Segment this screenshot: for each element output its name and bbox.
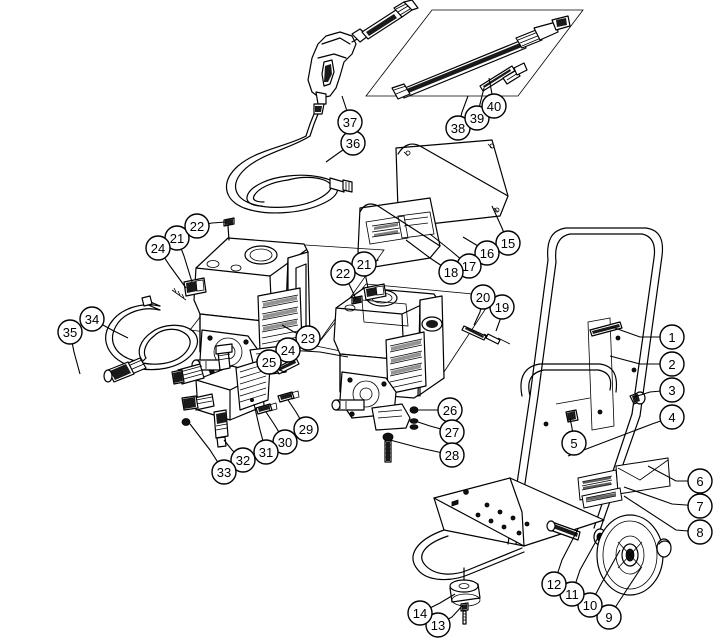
callout-circle-5 <box>561 430 587 456</box>
callout-2[interactable]: 2 <box>659 351 685 377</box>
callout-circle-7 <box>687 493 713 519</box>
part-foot-pad <box>449 567 481 625</box>
callout-circle-6 <box>687 468 713 494</box>
callout-25[interactable]: 25 <box>256 349 282 375</box>
callout-circle-20 <box>470 284 496 310</box>
callout-22b[interactable]: 22 <box>330 260 356 286</box>
callout-circle-4 <box>659 404 685 430</box>
callout-circle-29 <box>293 416 319 442</box>
part-spray-gun <box>305 0 419 137</box>
callout-circle-22b <box>330 260 356 286</box>
callout-40[interactable]: 40 <box>481 93 507 119</box>
callout-circle-24 <box>275 337 301 363</box>
part-lance-wand <box>365 9 584 100</box>
callout-circle-36 <box>340 130 366 156</box>
callout-33[interactable]: 33 <box>211 459 237 485</box>
part-high-pressure-hose <box>225 135 353 214</box>
callout-4[interactable]: 4 <box>659 404 685 430</box>
part-pump-assembly <box>171 343 300 448</box>
callout-18[interactable]: 18 <box>438 259 464 285</box>
part-inlet-hose <box>103 295 199 383</box>
callout-circle-35 <box>57 319 83 345</box>
callout-circle-40 <box>481 93 507 119</box>
callout-6[interactable]: 6 <box>687 468 713 494</box>
callout-7[interactable]: 7 <box>687 493 713 519</box>
callout-circle-25 <box>256 349 282 375</box>
callout-circle-37 <box>337 109 363 135</box>
part-nozzle-tip <box>479 62 528 92</box>
callout-circle-26 <box>437 397 463 423</box>
callout-28[interactable]: 28 <box>439 442 465 468</box>
callout-circle-12 <box>541 571 567 597</box>
callout-circle-24b <box>145 235 171 261</box>
callout-26[interactable]: 26 <box>437 397 463 423</box>
callout-12[interactable]: 12 <box>541 571 567 597</box>
callout-circle-13 <box>425 612 451 638</box>
callout-circle-31 <box>253 439 279 465</box>
part-decals <box>577 457 671 509</box>
callout-20[interactable]: 20 <box>470 284 496 310</box>
callout-circle-15 <box>495 230 521 256</box>
callout-29[interactable]: 29 <box>293 416 319 442</box>
callout-circle-9 <box>596 604 622 630</box>
callout-1[interactable]: 1 <box>659 324 685 350</box>
callout-24b[interactable]: 24 <box>145 235 171 261</box>
callout-circle-16 <box>474 240 500 266</box>
callout-circle-3 <box>659 377 685 403</box>
callout-circle-32 <box>230 447 256 473</box>
callout-35[interactable]: 35 <box>57 319 83 345</box>
callout-circle-23 <box>295 325 321 351</box>
callout-15[interactable]: 15 <box>495 230 521 256</box>
callout-5[interactable]: 5 <box>561 430 587 456</box>
callout-circle-27 <box>439 419 465 445</box>
callout-34[interactable]: 34 <box>79 306 105 332</box>
callout-22[interactable]: 22 <box>184 213 210 239</box>
callout-3[interactable]: 3 <box>659 377 685 403</box>
callout-circle-21b <box>351 251 377 277</box>
callout-8[interactable]: 8 <box>687 519 713 545</box>
callout-circle-1 <box>659 324 685 350</box>
callout-circle-22 <box>184 213 210 239</box>
part-engine-lower <box>315 283 511 463</box>
callout-14[interactable]: 14 <box>407 600 433 626</box>
callout-31[interactable]: 31 <box>253 439 279 465</box>
callout-37[interactable]: 37 <box>337 109 363 135</box>
callout-circle-28 <box>439 442 465 468</box>
callout-circle-33 <box>211 459 237 485</box>
callout-36[interactable]: 36 <box>340 130 366 156</box>
callout-circle-8 <box>687 519 713 545</box>
callout-circle-14 <box>407 600 433 626</box>
part-wheel-assembly <box>546 514 672 596</box>
callout-circle-18 <box>438 259 464 285</box>
callout-circle-2 <box>659 351 685 377</box>
callout-circle-34 <box>79 306 105 332</box>
callout-27[interactable]: 27 <box>439 419 465 445</box>
